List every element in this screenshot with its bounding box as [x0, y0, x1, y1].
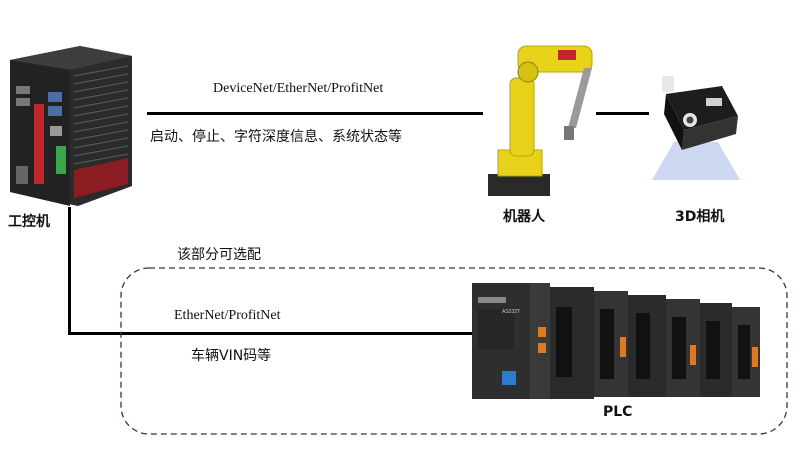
- ipc-label: 工控机: [8, 214, 50, 230]
- robot-label: 机器人: [503, 209, 545, 225]
- ipc-down-connection-line: [68, 207, 71, 335]
- ipc-robot-connection-line: [147, 112, 483, 115]
- ipc-robot-info-label: 启动、停止、字符深度信息、系统状态等: [150, 129, 402, 145]
- ipc-plc-connection-line: [68, 332, 472, 335]
- ipc-plc-protocol-label: EtherNet/ProfitNet: [174, 308, 281, 323]
- camera-label: 3D相机: [675, 209, 725, 225]
- industrial-pc-icon: [10, 46, 132, 206]
- plc-icon: AS332T: [472, 283, 760, 399]
- ipc-robot-protocol-label: DeviceNet/EtherNet/ProfitNet: [213, 81, 384, 96]
- plc-model-text: AS332T: [502, 309, 520, 315]
- ipc-plc-info-label: 车辆VIN码等: [191, 348, 272, 364]
- robot-camera-connection-line: [596, 112, 649, 115]
- plc-label: PLC: [603, 404, 633, 420]
- 3d-camera-icon: [652, 76, 740, 180]
- optional-region-label: 该部分可选配: [177, 247, 261, 263]
- robot-arm-icon: [488, 45, 593, 196]
